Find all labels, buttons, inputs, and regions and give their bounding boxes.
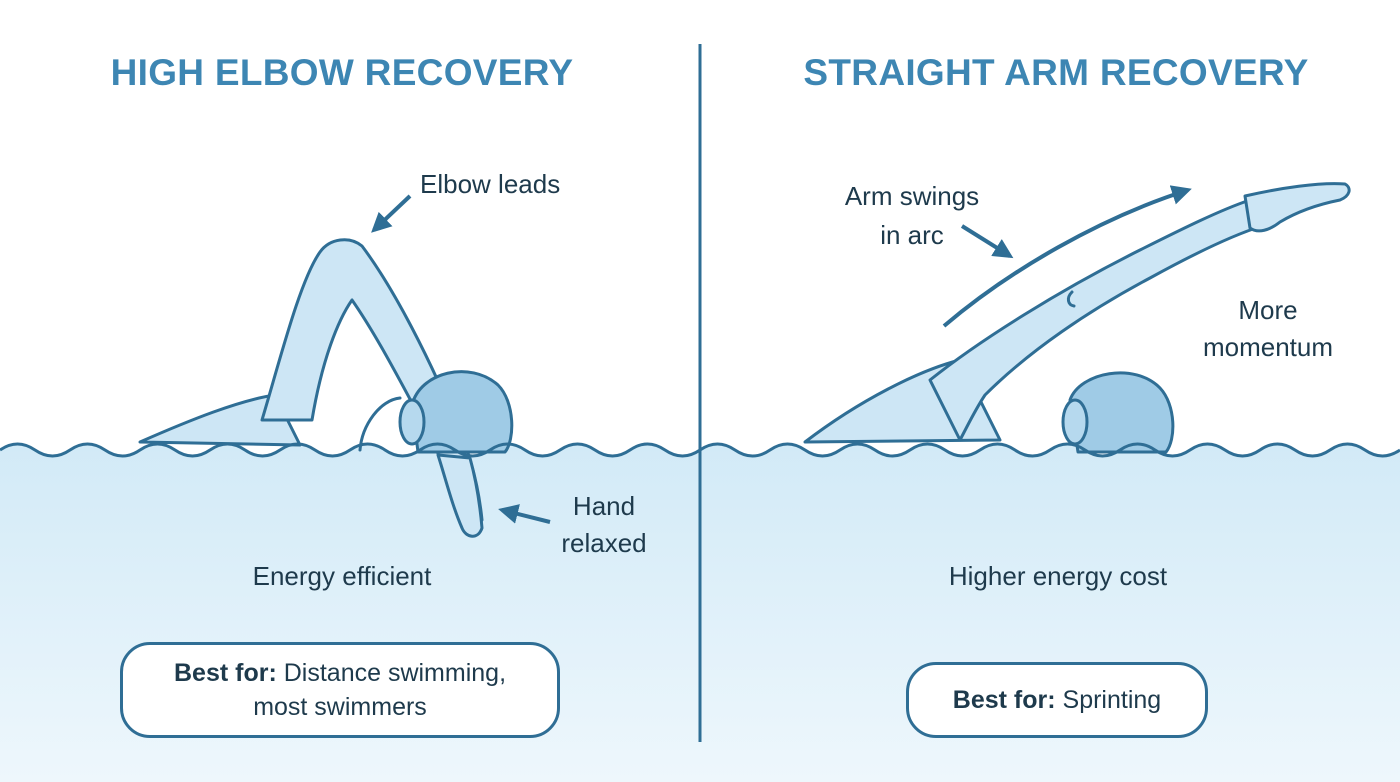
left-best-for-label: Best for: [173, 659, 277, 687]
right-best-for-label: Best for: [952, 686, 1056, 714]
left-best-for-value1: Distance swimming, [283, 659, 507, 687]
left-best-for-value2: most swimmers [253, 693, 427, 721]
right-best-for-line: Best for: Sprinting [953, 683, 1161, 717]
hand-relaxed-label-line1: Hand [572, 491, 636, 521]
more-momentum-label-line1: More [1238, 295, 1298, 325]
arm-swing-arrow [960, 224, 1014, 259]
left-swimmer-hand [436, 453, 484, 538]
right-swimmer-cap [1068, 371, 1175, 454]
arm-swings-label-line2: in arc [880, 220, 944, 250]
right-swimmer-arm [928, 198, 1264, 442]
right-swimmer-hand [1243, 182, 1351, 233]
right-swimmer-goggle [1061, 398, 1089, 446]
left-caption: Energy efficient [252, 561, 432, 591]
left-swimmer-goggle [398, 398, 426, 446]
left-swimmer [138, 238, 514, 538]
elbow-leads-label: Elbow leads [420, 169, 561, 199]
more-momentum-label-line2: momentum [1202, 332, 1334, 362]
right-title: STRAIGHT ARM RECOVERY [803, 52, 1309, 93]
right-best-for-value: Sprinting [1062, 686, 1162, 714]
arm-swings-label-line1: Arm swings [844, 181, 980, 211]
right-caption: Higher energy cost [948, 561, 1168, 591]
hand-relaxed-label-line2: relaxed [561, 528, 647, 558]
left-best-for-line1: Best for: Distance swimming, [174, 656, 506, 690]
right-swimmer [803, 182, 1351, 454]
elbow-arrow [371, 194, 412, 233]
left-title: HIGH ELBOW RECOVERY [110, 52, 574, 93]
arc-trajectory-arrow [942, 185, 1192, 328]
left-best-for-box: Best for: Distance swimming, most swimme… [120, 642, 560, 738]
left-swimmer-cap [410, 370, 514, 454]
hand-arrow [498, 504, 551, 524]
right-best-for-box: Best for: Sprinting [906, 662, 1208, 738]
